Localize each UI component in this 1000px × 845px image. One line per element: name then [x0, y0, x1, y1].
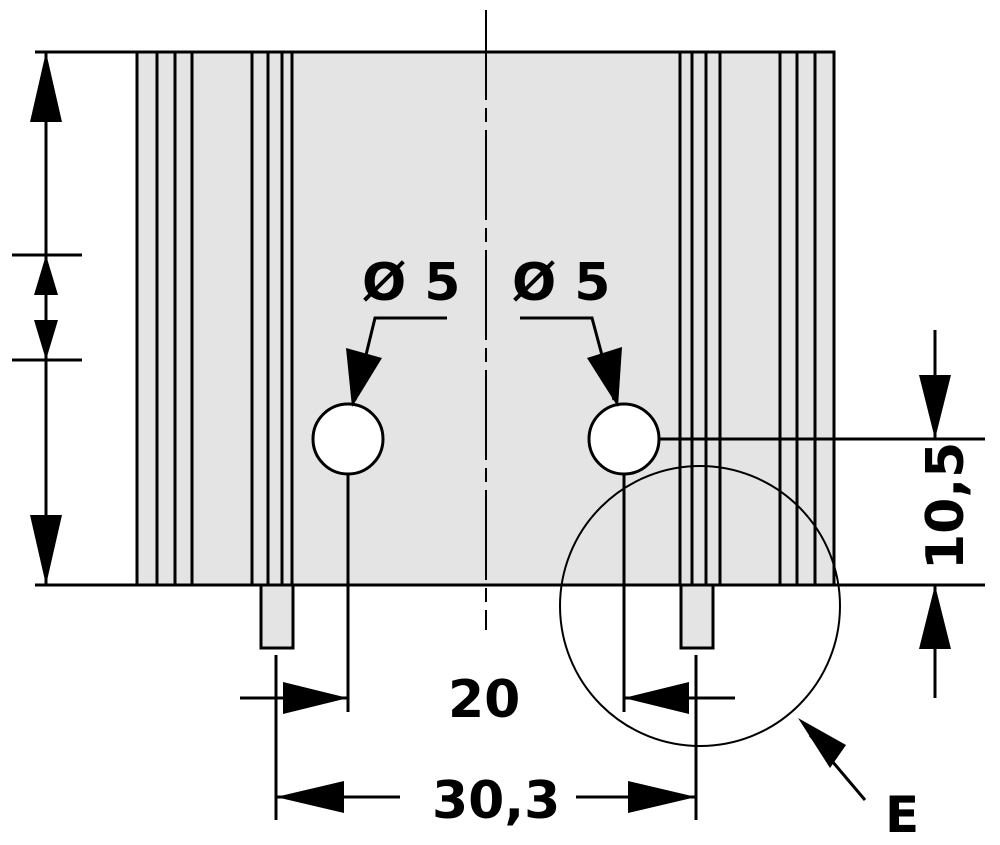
detail-label: E — [885, 786, 919, 844]
fin-lines-right — [678, 52, 817, 585]
fin-lines-left — [155, 52, 294, 585]
detail-leader — [798, 718, 867, 801]
width-dimension — [274, 655, 698, 820]
hole-label-right: Ø 5 — [512, 253, 611, 313]
hole-label-left: Ø 5 — [362, 253, 461, 313]
height-offset-dimension — [659, 330, 985, 698]
pin-spacing-label: 20 — [448, 670, 520, 730]
height-dimension — [12, 50, 137, 587]
pin-left — [259, 583, 295, 650]
hole-left — [311, 402, 385, 476]
hole-right — [587, 402, 661, 476]
hole-leader-right — [520, 316, 622, 407]
pin-right — [679, 583, 715, 650]
pin-spacing-dimension — [240, 474, 735, 714]
hole-leader-left — [346, 316, 447, 407]
detail-circle — [559, 465, 841, 747]
height-offset-label: 10,5 — [916, 442, 976, 570]
width-label: 30,3 — [432, 771, 560, 831]
